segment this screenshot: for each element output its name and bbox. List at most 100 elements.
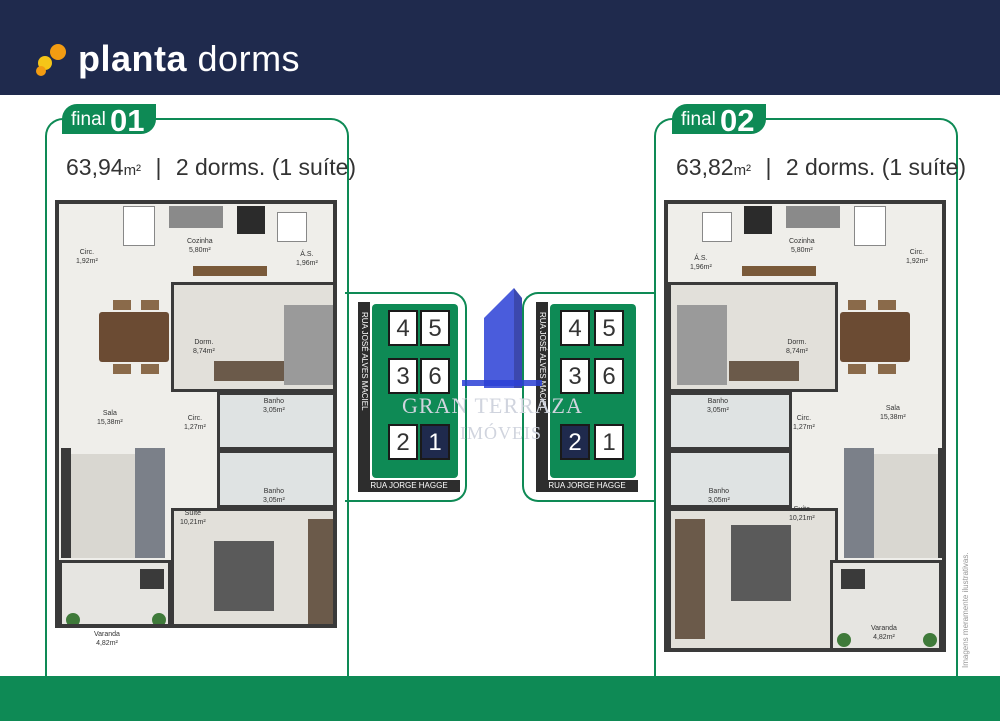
brand-name: GRAN TERRAZA [402,393,583,418]
bbq-grill [841,569,865,589]
dining-chair [113,364,131,374]
unit-02-frame [654,118,958,676]
unit-02-area: 63,82 [676,154,734,180]
unit-02-final-label: final [681,109,716,130]
unit-01-area: 63,94 [66,154,124,180]
washer-icon [702,212,732,242]
balcony [830,560,942,648]
bathroom-2 [668,450,792,508]
block-1-selected: 1 [420,424,450,460]
kitchen-bench [193,266,267,276]
label-circ-top: Circ.1,92m² [76,249,98,265]
disclaimer: Imagens meramente ilustrativas. [961,552,970,668]
dining-chair [141,300,159,310]
label-as: Á.S.1,96m² [690,255,712,271]
washer-icon [277,212,307,242]
dining-chair [848,300,866,310]
block-2-selected: 2 [560,424,590,460]
label-circ-top: Circ.1,92m² [906,249,928,265]
unit-01-floor-plan [55,200,337,628]
unit-01-tag: final 01 [62,103,156,138]
header-bar: planta dorms [0,0,1000,95]
page-title: planta dorms [78,38,300,80]
street-bottom-label: RUA JORGE HAGGE [536,480,638,492]
block-2: 2 [388,424,418,460]
street-side-label: RUA JOSÉ ALVES MACIEL [536,302,548,482]
block-1: 1 [594,424,624,460]
site-connector-left [345,292,467,502]
kitchen-bench [742,266,816,276]
block-5: 5 [594,310,624,346]
balcony [59,560,171,624]
site-connector-right [522,292,656,502]
dorm-room [668,282,838,392]
unit-01-final-number: 01 [110,103,145,138]
wardrobe [675,519,705,639]
bed [731,525,791,601]
block-3: 3 [388,358,418,394]
unit-01-area-line: 63,94m² | 2 dorms. (1 suíte) [66,154,357,180]
footer-bar [0,676,1000,721]
label-dorm: Dorm.8,74m² [193,339,215,355]
brand-logo-icon [36,44,72,80]
dining-chair [141,364,159,374]
wardrobe [729,361,799,381]
site-plan-right: RUA JOSÉ ALVES MACIEL RUA JORGE HAGGE 4 … [536,302,638,492]
dining-table [840,312,910,362]
label-circ-mid: Circ.1,27m² [793,415,815,431]
unit-02-description: 2 dorms. (1 suíte) [785,154,967,180]
label-as: Á.S.1,96m² [296,251,318,267]
plant [152,613,166,624]
bed [284,305,333,385]
plant [923,633,937,647]
dining-chair [878,300,896,310]
bathroom-1 [668,392,792,450]
kitchen-counter [169,206,223,228]
bed [214,541,274,611]
wardrobe [214,361,284,381]
unit-01-description: 2 dorms. (1 suíte) [175,154,357,180]
dining-table [99,312,169,362]
bathroom-1 [217,392,333,450]
block-5: 5 [420,310,450,346]
street-bottom-label: RUA JORGE HAGGE [358,480,460,492]
unit-02-area-line: 63,82m² | 2 dorms. (1 suíte) [676,154,967,180]
tv-stand [938,448,942,558]
dining-chair [113,300,131,310]
dining-chair [848,364,866,374]
fridge-icon [854,206,886,246]
sofa [135,448,165,558]
title-bold: planta [78,38,188,79]
stove-icon [744,206,772,234]
label-dorm: Dorm.8,74m² [786,339,808,355]
unit-01-final-label: final [71,109,106,130]
brand-sub: IMÓVEIS [460,423,542,443]
street-side-label: RUA JOSÉ ALVES MACIEL [358,302,370,482]
plant [837,633,851,647]
block-3: 3 [560,358,590,394]
plant [66,613,80,624]
dorm-room [171,282,333,392]
stove-icon [237,206,265,234]
block-4: 4 [560,310,590,346]
unit-02-area-unit: m² [733,162,752,179]
wardrobe [308,519,333,624]
bbq-grill [140,569,164,589]
brand-building-icon [462,288,542,388]
dining-chair [878,364,896,374]
unit-02-floor-plan [664,200,946,652]
unit-02-tag: final 02 [672,103,766,138]
block-6: 6 [594,358,624,394]
site-plan-left: RUA JOSÉ ALVES MACIEL RUA JORGE HAGGE 4 … [358,302,460,492]
label-circ-mid: Circ.1,27m² [184,415,206,431]
